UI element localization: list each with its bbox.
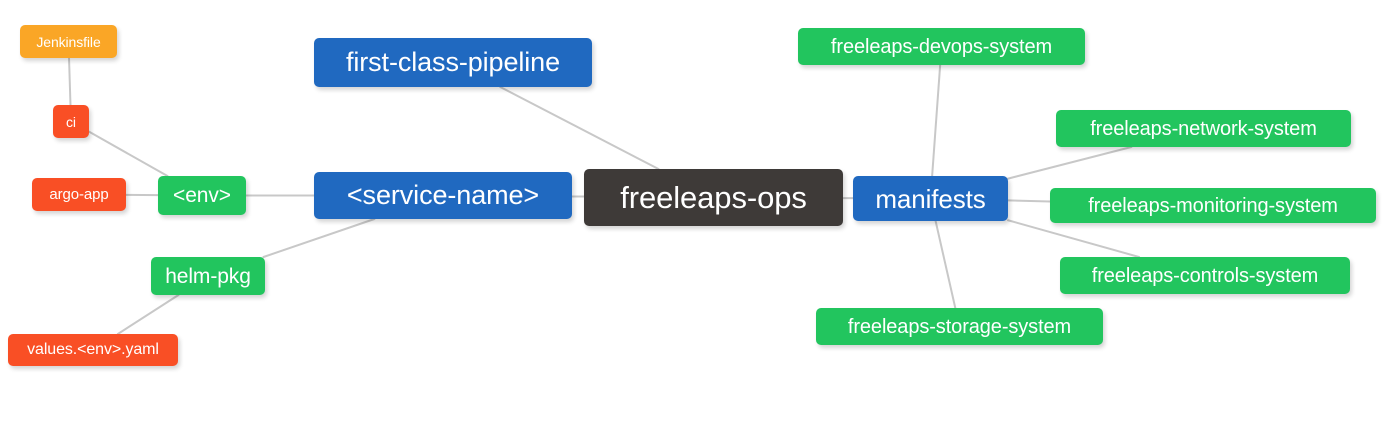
mindmap-edge-helm-pkg-to-service-name [262,218,376,258]
mindmap-edge-manifests-to-freeleaps-controls-system [1007,219,1141,258]
mindmap-node-values-env-yaml[interactable]: values.<env>.yaml [8,334,178,366]
mindmap-node-freeleaps-devops-system[interactable]: freeleaps-devops-system [798,28,1085,65]
mindmap-edge-manifests-to-freeleaps-monitoring-system [1007,199,1051,203]
mindmap-node-ci[interactable]: ci [53,105,89,138]
mindmap-edge-ci-to-env [88,130,169,177]
mindmap-edge-first-class-pipeline-to-freeleaps-ops [499,86,660,170]
mindmap-edge-values-env-yaml-to-helm-pkg [116,294,180,335]
mindmap-node-freeleaps-controls-system[interactable]: freeleaps-controls-system [1060,257,1350,294]
mindmap-node-helm-pkg[interactable]: helm-pkg [151,257,265,295]
mindmap-edge-manifests-to-freeleaps-network-system [1007,146,1133,180]
mindmap-node-freeleaps-network-system[interactable]: freeleaps-network-system [1056,110,1351,147]
mindmap-node-service-name[interactable]: <service-name> [314,172,572,219]
mindmap-node-env[interactable]: <env> [158,176,246,215]
mindmap-node-manifests[interactable]: manifests [853,176,1008,221]
mindmap-node-argo-app[interactable]: argo-app [32,178,126,211]
mindmap-node-freeleaps-monitoring-system[interactable]: freeleaps-monitoring-system [1050,188,1376,223]
mindmap-edge-manifests-to-freeleaps-storage-system [934,220,957,309]
mindmap-edge-manifests-to-freeleaps-devops-system [931,64,942,177]
mindmap-node-first-class-pipeline[interactable]: first-class-pipeline [314,38,592,87]
mindmap-node-freeleaps-storage-system[interactable]: freeleaps-storage-system [816,308,1103,345]
mindmap-node-freeleaps-ops[interactable]: freeleaps-ops [584,169,843,226]
mindmap-node-jenkinsfile[interactable]: Jenkinsfile [20,25,117,58]
mindmap-edge-jenkinsfile-to-ci [68,57,72,106]
